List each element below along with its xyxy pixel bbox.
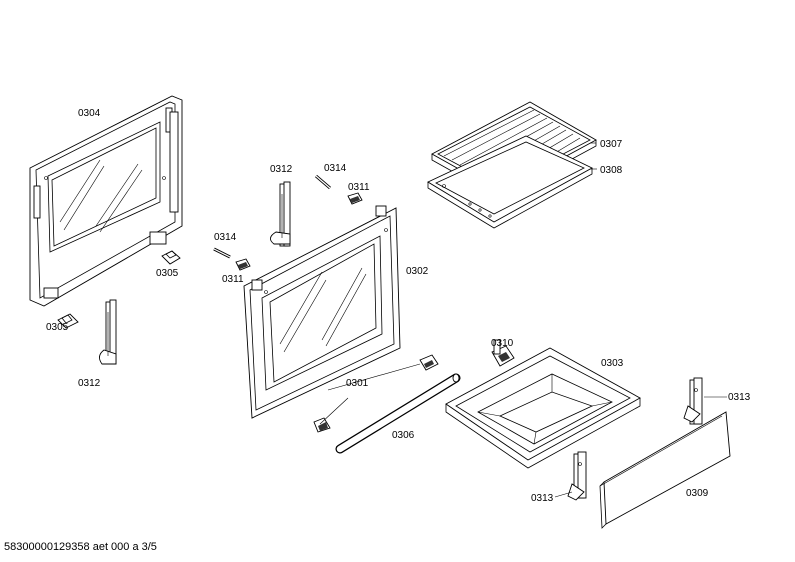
label-0306: 0306 [392, 430, 415, 441]
label-0308: 0308 [600, 165, 623, 176]
label-0313-lower: 0313 [531, 493, 554, 504]
part-0314-pin-lower [213, 247, 231, 259]
part-0301-clip-lower [313, 417, 331, 433]
label-0309: 0309 [686, 488, 709, 499]
part-0304-door-inner [29, 95, 183, 307]
part-0303-drawer-tub [445, 347, 641, 469]
label-0311-lower: 0311 [222, 274, 244, 285]
label-0303: 0303 [601, 358, 624, 369]
part-0301-clip-upper [419, 354, 439, 371]
label-0307: 0307 [600, 139, 623, 150]
part-0305-clip-upper [161, 250, 181, 265]
part-0313-rail-upper [683, 377, 703, 425]
part-0313-rail-lower [567, 451, 587, 501]
document-reference: 58300000129358 aet 000 a 3/5 [4, 541, 157, 553]
part-0311-block-lower [235, 258, 251, 271]
label-0312-upper: 0312 [270, 164, 293, 175]
part-0311-block-upper [347, 192, 363, 205]
part-0308-baking-tray [427, 135, 593, 229]
part-0312-hinge-lower [99, 299, 117, 365]
label-0305-upper: 0305 [156, 268, 179, 279]
label-0314-upper: 0314 [324, 163, 347, 174]
label-0311-upper: 0311 [348, 182, 370, 193]
label-0301: 0301 [346, 378, 369, 389]
label-0313-upper: 0313 [728, 392, 751, 403]
label-0304: 0304 [78, 108, 101, 119]
part-0309-drawer-front [599, 411, 731, 529]
part-labels: 0304 0305 0305 0312 0312 0314 0314 0311 … [46, 108, 751, 504]
part-0302-door-front [243, 205, 401, 419]
label-0312-lower: 0312 [78, 378, 101, 389]
label-0302: 0302 [406, 266, 429, 277]
part-0306-rod [335, 373, 461, 454]
part-0310-bracket [491, 339, 515, 367]
label-0305-lower: 0305 [46, 322, 69, 333]
label-0310: 0310 [491, 338, 514, 349]
part-0312-hinge-upper [270, 181, 291, 247]
label-0314-lower: 0314 [214, 232, 237, 243]
part-0314-pin-upper [315, 174, 331, 190]
part-0305-clip-lower [57, 313, 79, 329]
leader-lines [319, 142, 727, 498]
